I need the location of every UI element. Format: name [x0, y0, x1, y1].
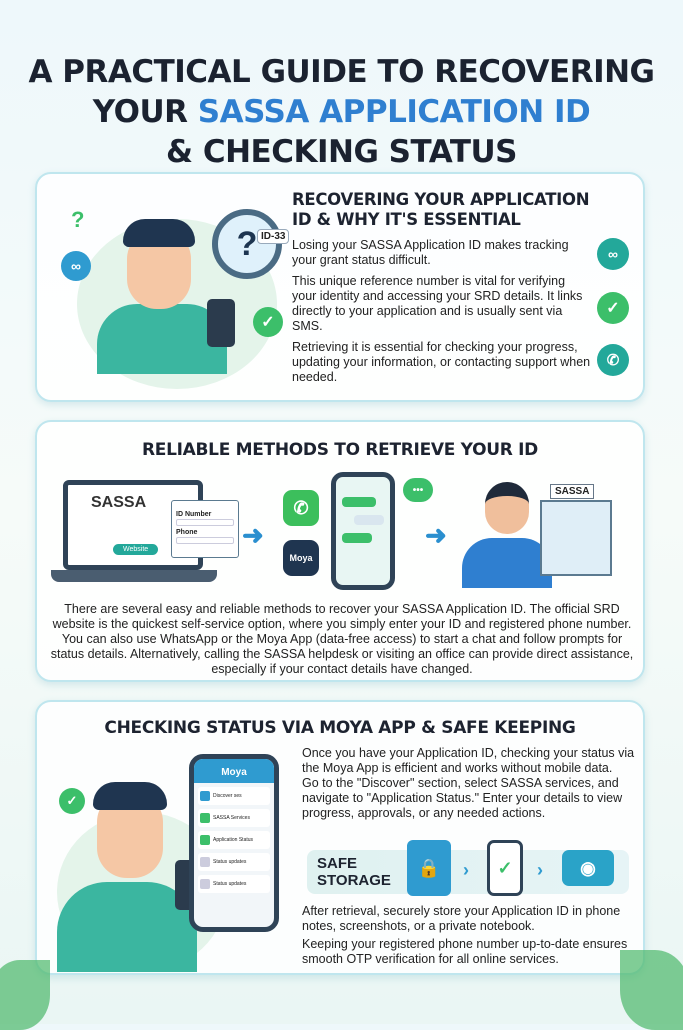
locked-notebook-icon: 🔒: [407, 840, 451, 896]
secure-phone-icon: ✓: [487, 840, 523, 896]
section-heading: RELIABLE METHODS TO RETRIEVE YOUR ID: [141, 440, 538, 460]
leaf-decoration: [620, 950, 683, 1030]
check-chat-icon: ✓: [253, 307, 283, 337]
arrow-right-icon: ➜: [425, 520, 447, 550]
person-thinking-illustration: ? ID-33 ∞ ✓ ?: [57, 189, 297, 389]
phone-list: Discover ses SASSA Services Application …: [194, 783, 274, 897]
phone-icon: ✆: [597, 344, 629, 376]
camera-icon: ◉: [562, 850, 614, 886]
check-chat-icon: ✓: [59, 788, 85, 814]
section-retrieval-methods: RELIABLE METHODS TO RETRIEVE YOUR ID SAS…: [35, 420, 645, 682]
page-title: A PRACTICAL GUIDE TO RECOVERING YOUR SAS…: [28, 54, 655, 170]
leaf-decoration: [0, 960, 50, 1030]
section-recovering-id: ? ID-33 ∞ ✓ ? RECOVERING YOUR APPLICATIO…: [35, 172, 645, 402]
chevron-right-icon: ›: [537, 860, 543, 880]
question-mark-icon: ?: [71, 207, 85, 232]
whatsapp-icon: ✆: [283, 490, 319, 526]
section-moya-status: CHECKING STATUS VIA MOYA APP & SAFE KEEP…: [35, 700, 645, 975]
verified-badge-icon: ✓: [597, 292, 629, 324]
website-button: Website: [113, 544, 159, 555]
sassa-office-illustration: SASSA: [532, 484, 622, 584]
link-chat-icon: ∞: [61, 251, 91, 281]
arrow-right-icon: ➜: [242, 520, 264, 550]
chat-bubble-icon: •••: [403, 478, 433, 502]
chat-phone-illustration: [331, 472, 395, 590]
chevron-right-icon: ›: [463, 860, 469, 880]
section-heading: RECOVERING YOUR APPLICATION ID & WHY IT'…: [292, 190, 590, 229]
moya-phone-mockup: Moya Discover ses SASSA Services Applica…: [189, 754, 279, 932]
magnifier-icon: ?: [212, 209, 282, 279]
section-heading: CHECKING STATUS VIA MOYA APP & SAFE KEEP…: [104, 718, 576, 738]
link-icon: ∞: [597, 238, 629, 270]
helpdesk-agent-illustration: [457, 476, 557, 588]
moya-app-icon: Moya: [283, 540, 319, 576]
laptop-website-illustration: SASSA Website ID Number Phone: [51, 480, 241, 590]
safe-storage-banner: SAFE STORAGE 🔒 › ✓ › ◉: [307, 840, 629, 896]
login-form: ID Number Phone: [171, 500, 239, 558]
id-badge: ID-33: [257, 229, 290, 244]
